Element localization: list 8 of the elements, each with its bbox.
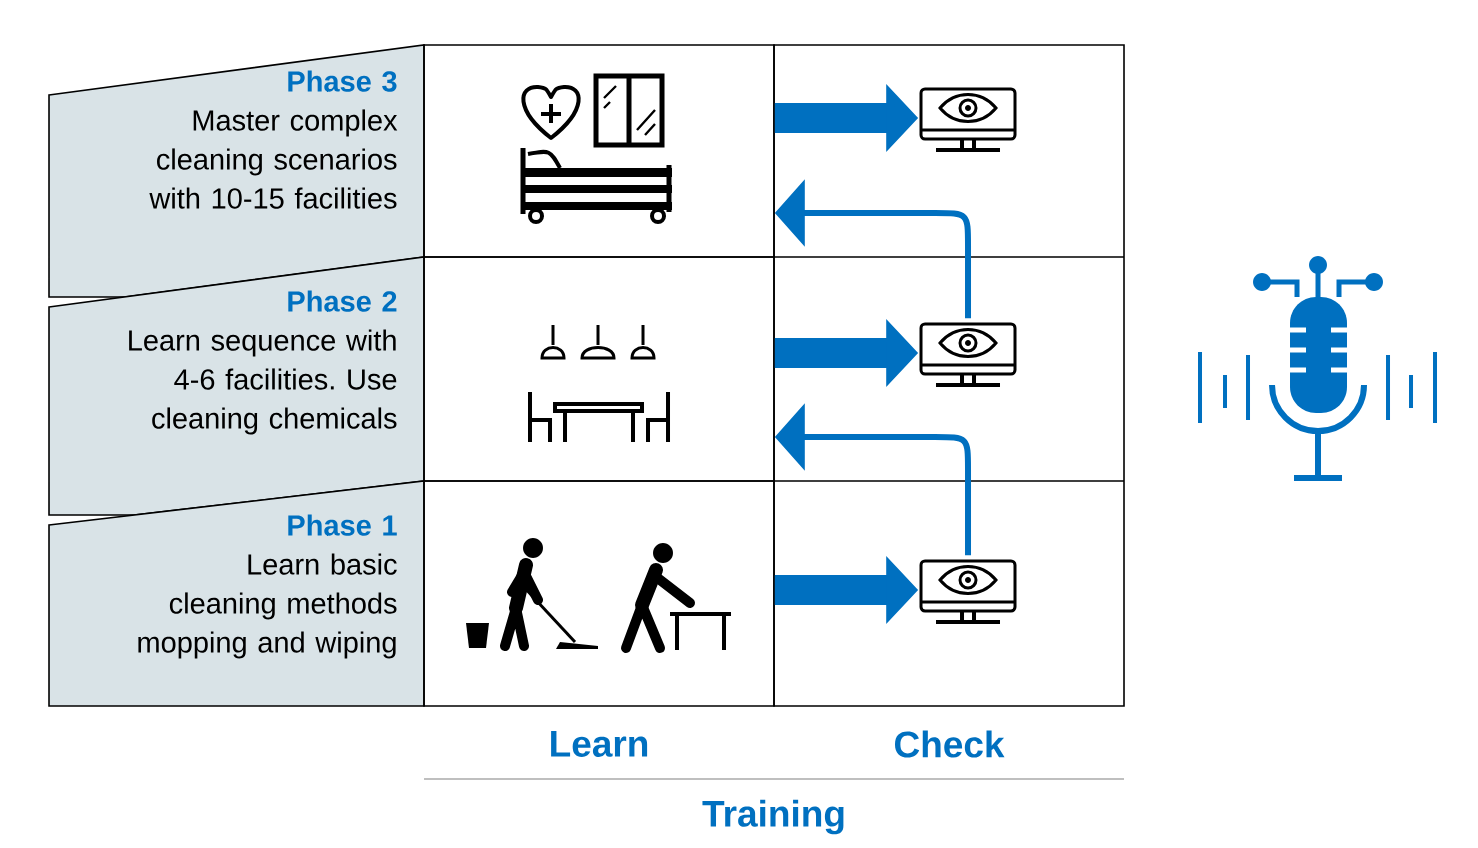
- cleaning-people-cell: [423, 480, 775, 707]
- axis-label: Training: [702, 799, 844, 835]
- monitor-eye-icon: [919, 322, 1017, 387]
- dining-room-cell: [423, 256, 775, 482]
- monitor-eye-icon: [919, 87, 1017, 152]
- axis-label: Check: [895, 730, 1005, 758]
- monitor-eye-icon: [919, 559, 1017, 624]
- hospital-room-cell: [423, 44, 775, 258]
